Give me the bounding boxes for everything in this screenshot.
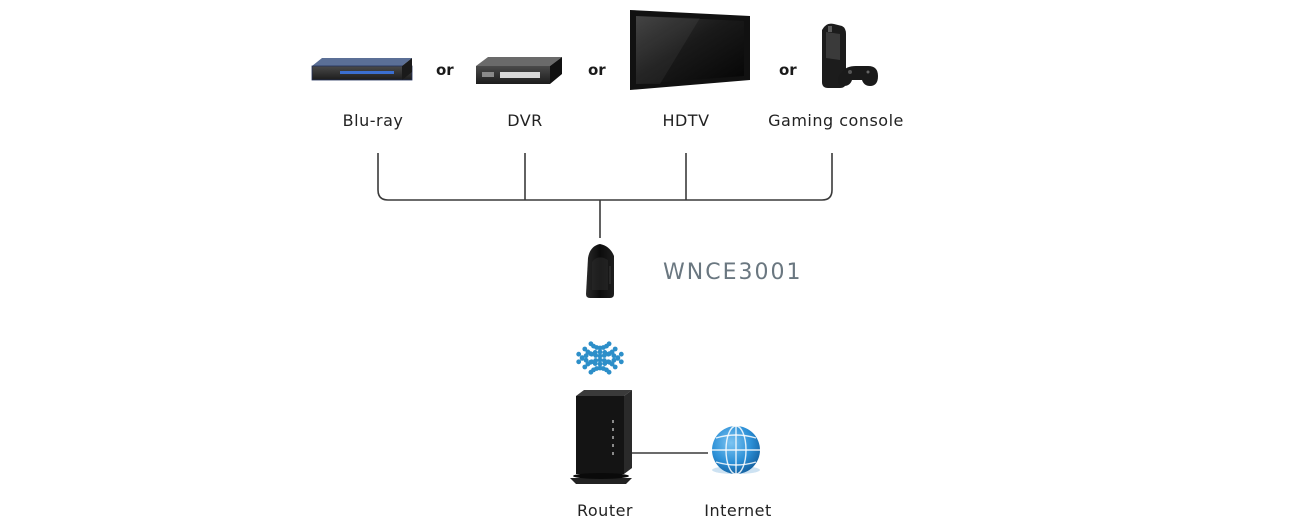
wifi-dot xyxy=(606,341,612,347)
dvr-label: DVR xyxy=(507,111,543,130)
wifi-dot xyxy=(618,351,624,357)
wifi-dot xyxy=(592,350,598,355)
adapter-model-label: WNCE3001 xyxy=(663,260,802,285)
wifi-signal-icon xyxy=(576,341,624,375)
wifi-dot xyxy=(611,357,617,363)
wifi-dot xyxy=(597,361,603,367)
wifi-dot xyxy=(579,356,585,361)
wifi-dot xyxy=(609,361,615,367)
wifi-dot xyxy=(618,359,624,365)
globe-icon xyxy=(712,425,760,475)
or-connector-1: or xyxy=(436,61,454,79)
wifi-dot xyxy=(601,358,607,363)
wifi-dot xyxy=(615,356,621,361)
hdtv-icon xyxy=(630,10,750,90)
wifi-dot xyxy=(593,358,599,363)
wifi-dot xyxy=(582,364,588,370)
wifi-dot xyxy=(612,364,618,370)
dvr-box-icon xyxy=(476,57,562,84)
wifi-dot xyxy=(583,353,589,359)
wifi-dot xyxy=(582,346,588,352)
wifi-dot xyxy=(588,351,593,357)
or-connector-3: or xyxy=(779,61,797,79)
wifi-dot xyxy=(589,359,594,365)
wifi-dot xyxy=(597,357,603,363)
router-icon xyxy=(570,390,632,484)
bluray-player-icon xyxy=(311,58,413,81)
wifi-dot xyxy=(576,359,582,365)
wifi-dot xyxy=(597,349,603,355)
gaming-console-icon xyxy=(822,23,878,89)
wifi-dot xyxy=(597,353,603,359)
wifi-dot xyxy=(607,351,612,357)
wireless-adapter-icon xyxy=(586,244,614,298)
bluray-label: Blu-ray xyxy=(343,111,404,130)
wifi-dot xyxy=(606,359,611,365)
device-bracket-lines xyxy=(377,153,833,238)
router-label: Router xyxy=(577,501,633,520)
wifi-dot xyxy=(585,361,591,367)
wifi-dot xyxy=(602,350,608,355)
wifi-dot xyxy=(611,353,617,359)
internet-label: Internet xyxy=(704,501,772,520)
wifi-dot xyxy=(583,357,589,363)
wifi-dot xyxy=(576,351,582,357)
or-connector-2: or xyxy=(588,61,606,79)
hdtv-label: HDTV xyxy=(662,111,709,130)
console-label: Gaming console xyxy=(768,111,904,130)
wifi-dot xyxy=(612,346,618,352)
wifi-dot xyxy=(606,369,612,375)
